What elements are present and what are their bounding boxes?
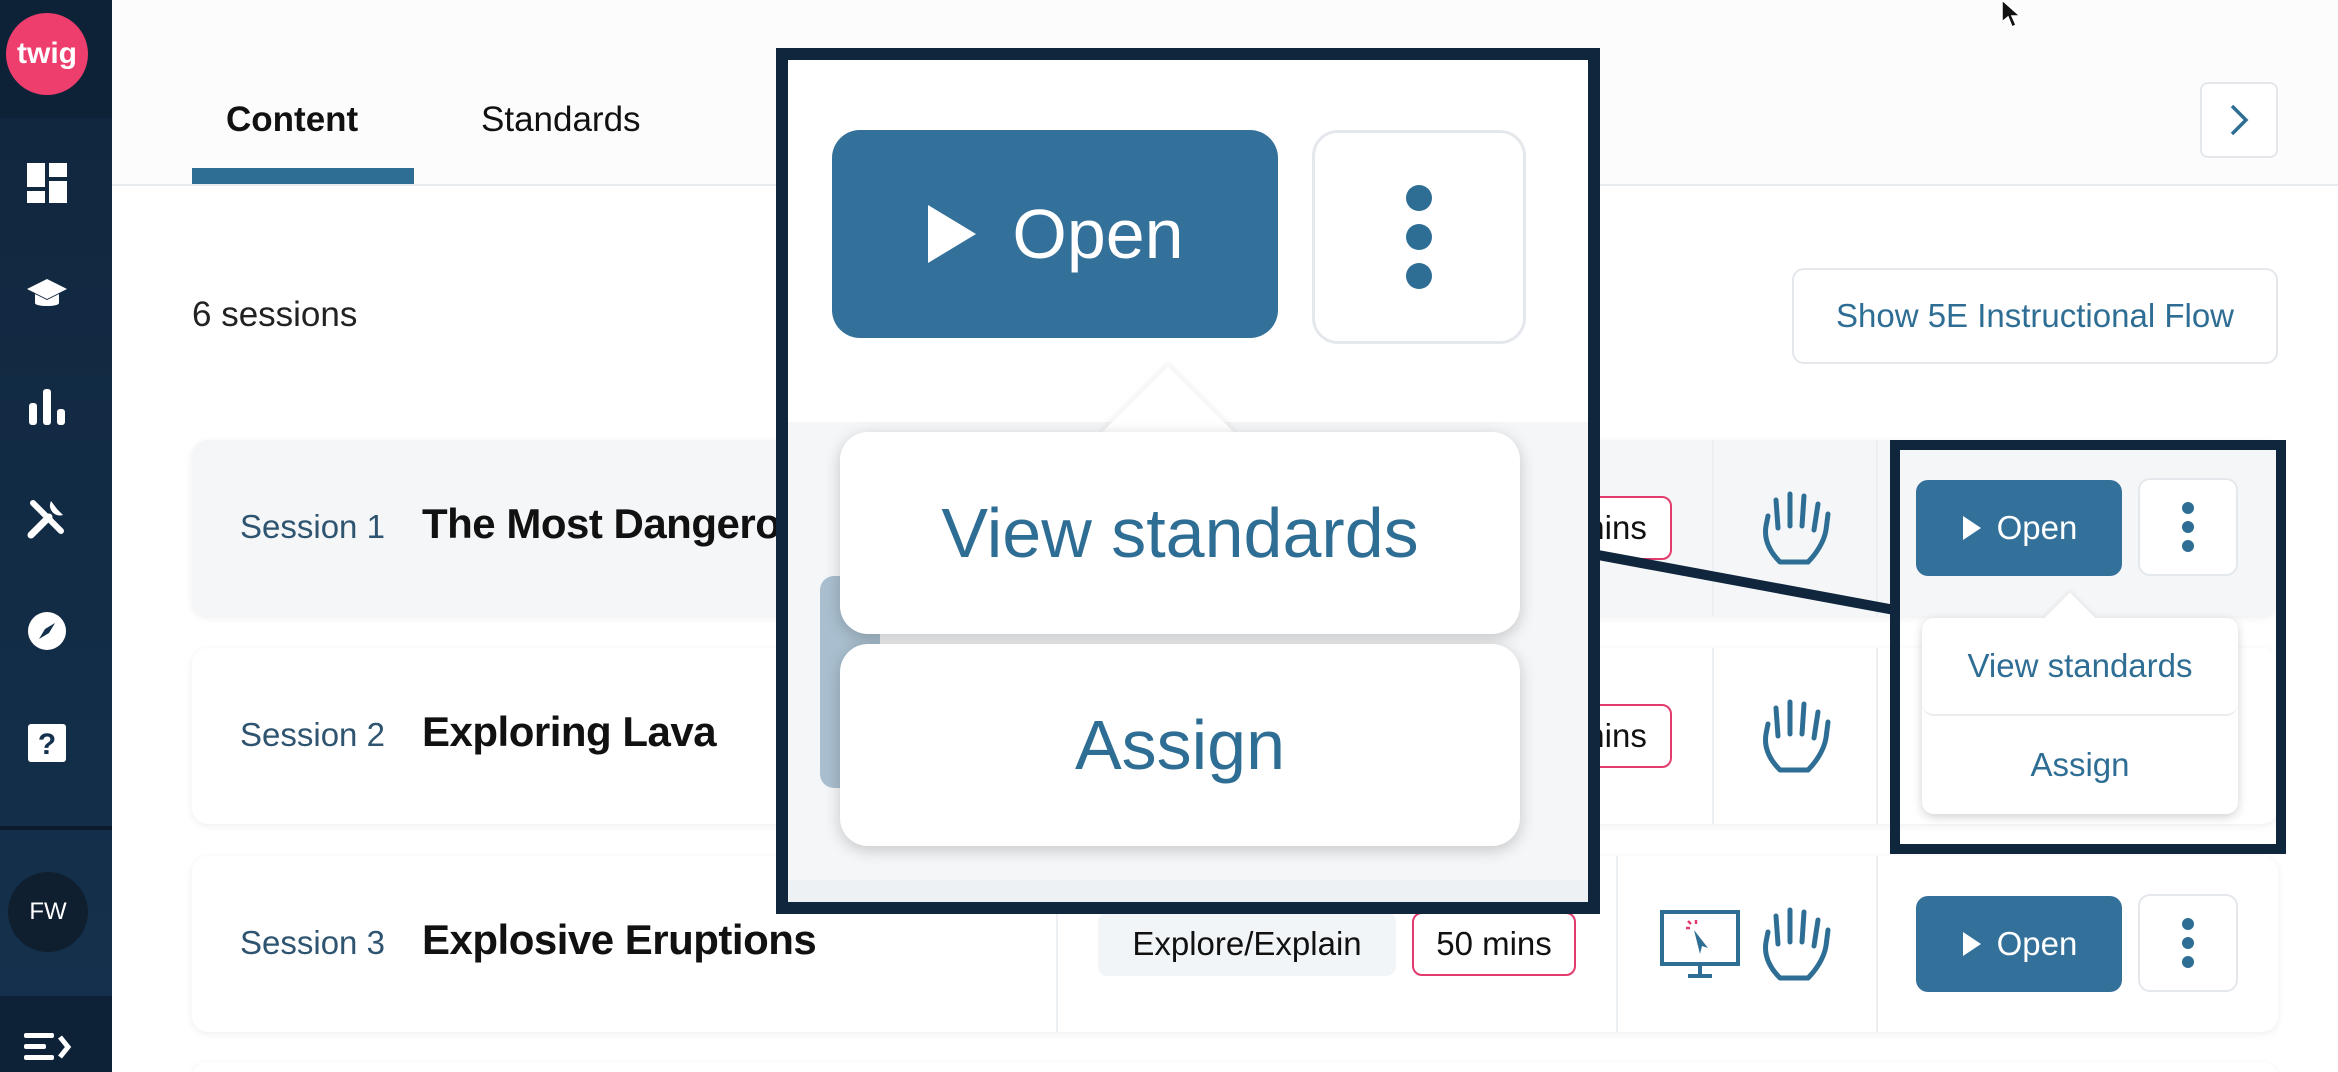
chevron-right-icon xyxy=(2230,104,2249,136)
svg-text:?: ? xyxy=(38,728,56,761)
column-divider xyxy=(1712,648,1714,824)
dashboard-icon[interactable] xyxy=(22,158,72,208)
sessions-count: 6 sessions xyxy=(192,295,358,334)
bar-chart-icon[interactable] xyxy=(22,382,72,432)
view-standards-menu-item[interactable]: View standards xyxy=(1922,618,2238,716)
kebab-icon xyxy=(2182,502,2194,552)
zoom-open-label: Open xyxy=(1012,195,1184,273)
graduation-cap-icon[interactable] xyxy=(22,270,72,320)
open-label: Open xyxy=(1996,509,2078,546)
zoom-options-menu: View standards Assign xyxy=(840,366,1520,858)
session-options-menu: View standards Assign xyxy=(1922,592,2238,814)
kebab-icon xyxy=(2182,918,2194,968)
compass-icon[interactable] xyxy=(22,606,72,656)
sidebar: twig ? FW xyxy=(0,0,112,1072)
sidebar-footer xyxy=(0,996,112,1072)
column-divider xyxy=(1876,856,1878,1032)
session-label: Session 2 xyxy=(240,716,385,753)
play-icon xyxy=(1962,516,1981,540)
more-options-button[interactable] xyxy=(2138,894,2238,992)
tab-content[interactable]: Content xyxy=(226,100,359,139)
tools-icon[interactable] xyxy=(22,494,72,544)
active-tab-indicator xyxy=(192,168,414,184)
user-avatar[interactable]: FW xyxy=(8,872,88,952)
column-divider xyxy=(1056,856,1058,1032)
more-options-button[interactable] xyxy=(2138,478,2238,576)
play-icon xyxy=(928,205,977,263)
column-divider xyxy=(1876,440,1878,616)
session-title[interactable]: Explosive Eruptions xyxy=(422,916,817,963)
open-label: Open xyxy=(1996,925,2078,962)
column-divider xyxy=(1876,648,1878,824)
highlight-box xyxy=(1890,440,2286,854)
zoom-row-background-lower xyxy=(788,880,1588,902)
zoom-more-options-button[interactable] xyxy=(1312,130,1526,344)
zoom-view-standards-item[interactable]: View standards xyxy=(840,432,1520,634)
hand-icon xyxy=(1763,907,1831,981)
mouse-cursor-icon xyxy=(2001,0,2022,29)
session-row-4[interactable] xyxy=(192,1062,2278,1072)
session-title[interactable]: The Most Dangerous xyxy=(422,500,829,547)
open-button[interactable]: Open xyxy=(1916,480,2122,576)
help-icon[interactable]: ? xyxy=(22,718,72,768)
tabs-next-button[interactable] xyxy=(2200,82,2278,158)
assign-menu-item[interactable]: Assign xyxy=(1922,716,2238,814)
menu-collapse-icon[interactable] xyxy=(22,1022,72,1072)
open-button[interactable]: Open xyxy=(1916,896,2122,992)
session-label: Session 3 xyxy=(240,924,385,961)
play-icon xyxy=(1962,932,1981,956)
phase-text: Explore/Explain xyxy=(1132,925,1362,962)
hand-icon xyxy=(1763,491,1831,565)
duration-text: 50 mins xyxy=(1436,925,1552,962)
zoom-assign-item[interactable]: Assign xyxy=(840,644,1520,846)
interactive-screen-icon xyxy=(1660,910,1740,978)
session-label: Session 1 xyxy=(240,508,385,545)
zoom-open-button[interactable]: Open xyxy=(832,130,1278,338)
kebab-icon xyxy=(1406,185,1432,289)
session-title[interactable]: Exploring Lava xyxy=(422,708,717,755)
zoom-callout: Open View standards Assign xyxy=(776,48,1600,914)
column-divider xyxy=(1616,856,1618,1032)
duration-chip: 50 mins xyxy=(1412,912,1576,976)
hand-icon xyxy=(1763,699,1831,773)
twig-logo[interactable]: twig xyxy=(6,13,88,95)
show-5e-flow-button[interactable]: Show 5E Instructional Flow xyxy=(1792,268,2278,364)
session-row-3[interactable]: Session 3 Explosive Eruptions Explore/Ex… xyxy=(192,856,2278,1032)
sidebar-divider xyxy=(0,826,112,830)
column-divider xyxy=(1712,440,1714,616)
tab-standards[interactable]: Standards xyxy=(481,100,641,139)
phase-chip: Explore/Explain xyxy=(1098,912,1396,976)
